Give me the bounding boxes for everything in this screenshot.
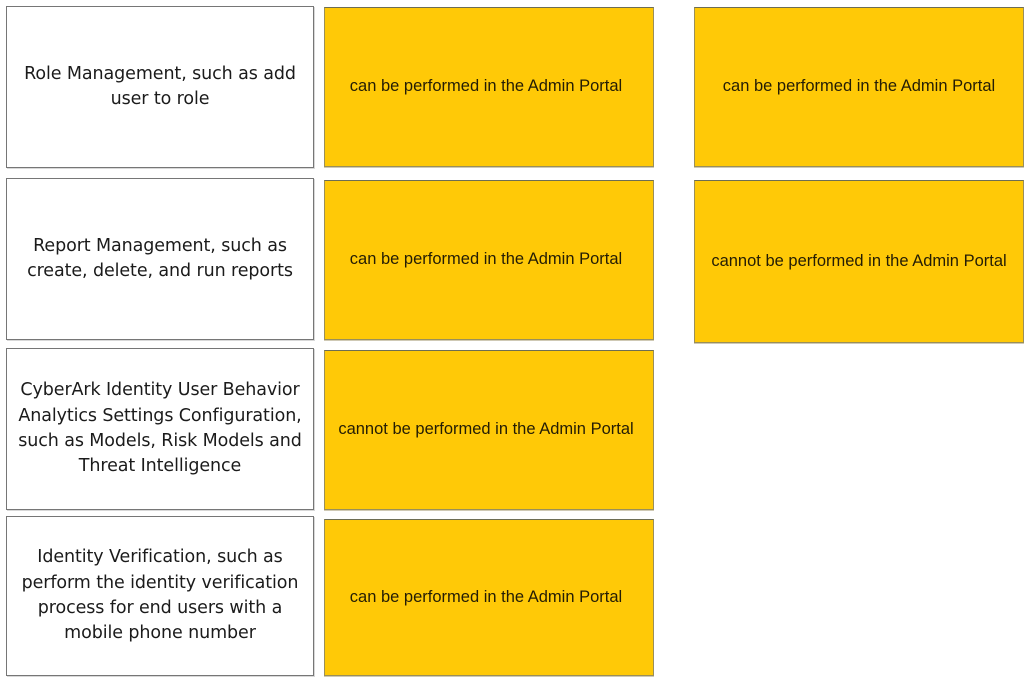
placed-answer-tile-2[interactable]: can be performed in the Admin Portal <box>324 180 654 340</box>
prompt-cell-identity-verification: Identity Verification, such as perform t… <box>6 516 314 676</box>
placed-answer-label: can be performed in the Admin Portal <box>349 587 623 606</box>
prompt-cell-role-management: Role Management, such as add user to rol… <box>6 6 314 168</box>
placed-answer-label: can be performed in the Admin Portal <box>349 77 623 96</box>
placed-answer-label: cannot be performed in the Admin Portal <box>338 420 634 439</box>
prompt-cell-report-management: Report Management, such as create, delet… <box>6 178 314 340</box>
answer-bank-tile-2[interactable]: cannot be performed in the Admin Portal <box>694 180 1024 343</box>
answer-bank-tile-1[interactable]: can be performed in the Admin Portal <box>694 7 1024 167</box>
placed-answer-tile-3[interactable]: cannot be performed in the Admin Portal <box>324 350 654 510</box>
placed-answer-tile-4[interactable]: can be performed in the Admin Portal <box>324 519 654 676</box>
placed-answer-label: can be performed in the Admin Portal <box>349 250 623 269</box>
prompt-text: Report Management, such as create, delet… <box>27 235 293 281</box>
prompt-text: Identity Verification, such as perform t… <box>21 547 299 644</box>
answer-bank-label: cannot be performed in the Admin Portal <box>711 251 1007 270</box>
prompt-cell-uba-settings: CyberArk Identity User Behavior Analytic… <box>6 348 314 510</box>
prompt-text: Role Management, such as add user to rol… <box>24 63 296 109</box>
answer-bank-label: can be performed in the Admin Portal <box>722 77 996 96</box>
prompt-text: CyberArk Identity User Behavior Analytic… <box>18 380 302 477</box>
placed-answer-tile-1[interactable]: can be performed in the Admin Portal <box>324 7 654 167</box>
